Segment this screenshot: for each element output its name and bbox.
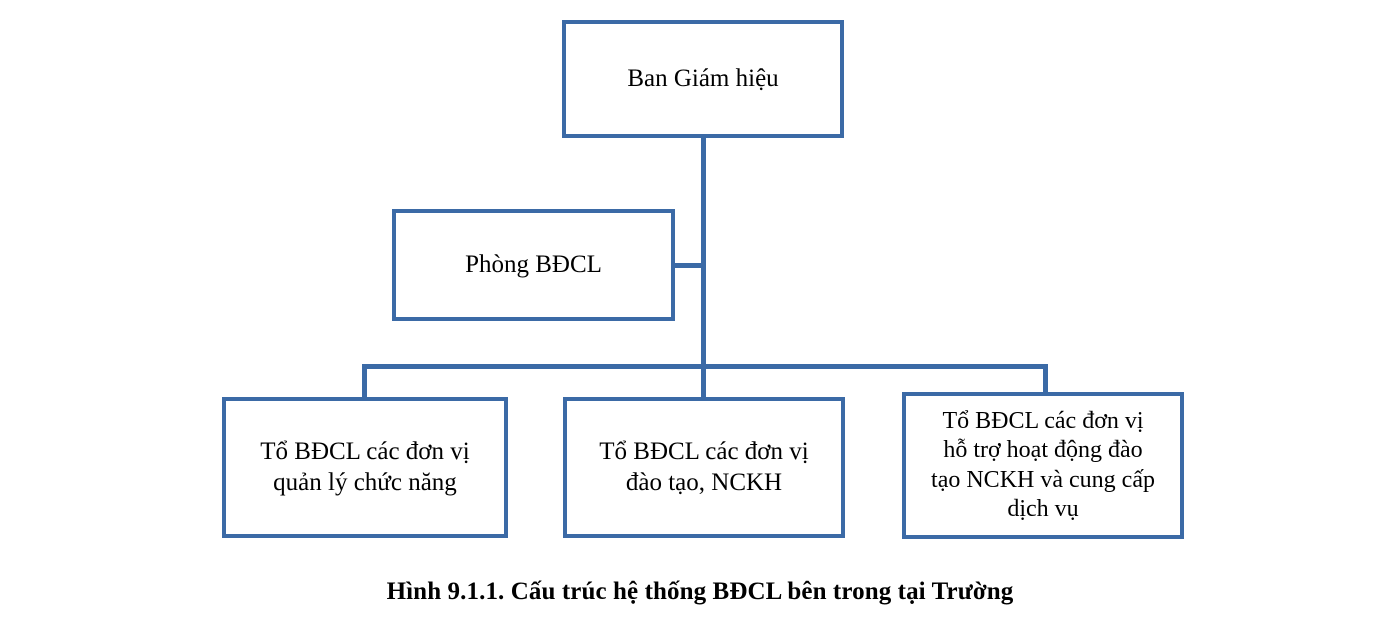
- node-to-bdcl-dao-tao-nckh-label: Tổ BĐCL các đơn vị đào tạo, NCKH: [599, 438, 809, 496]
- connector-drop-right: [1043, 364, 1048, 394]
- node-to-bdcl-ho-tro-dich-vu-label: Tổ BĐCL các đơn vị hỗ trợ hoạt động đào …: [931, 407, 1155, 522]
- node-phong-bdcl[interactable]: Phòng BĐCL: [392, 209, 675, 321]
- connector-drop-left: [362, 364, 367, 398]
- node-phong-bdcl-label: Phòng BĐCL: [465, 250, 602, 278]
- figure-caption: Hình 9.1.1. Cấu trúc hệ thống BĐCL bên t…: [386, 578, 1014, 605]
- node-to-bdcl-dao-tao-nckh[interactable]: Tổ BĐCL các đơn vị đào tạo, NCKH: [563, 397, 845, 538]
- node-ban-giam-hieu-label: Ban Giám hiệu: [627, 64, 779, 92]
- node-ban-giam-hieu[interactable]: Ban Giám hiệu: [562, 20, 844, 138]
- connector-distributor-bar: [362, 364, 1048, 369]
- connector-stub-phong-bdcl: [671, 263, 705, 268]
- node-to-bdcl-quan-ly-chuc-nang[interactable]: Tổ BĐCL các đơn vị quản lý chức năng: [222, 397, 508, 538]
- node-to-bdcl-quan-ly-chuc-nang-label: Tổ BĐCL các đơn vị quản lý chức năng: [260, 438, 470, 496]
- node-to-bdcl-ho-tro-dich-vu[interactable]: Tổ BĐCL các đơn vị hỗ trợ hoạt động đào …: [902, 392, 1184, 539]
